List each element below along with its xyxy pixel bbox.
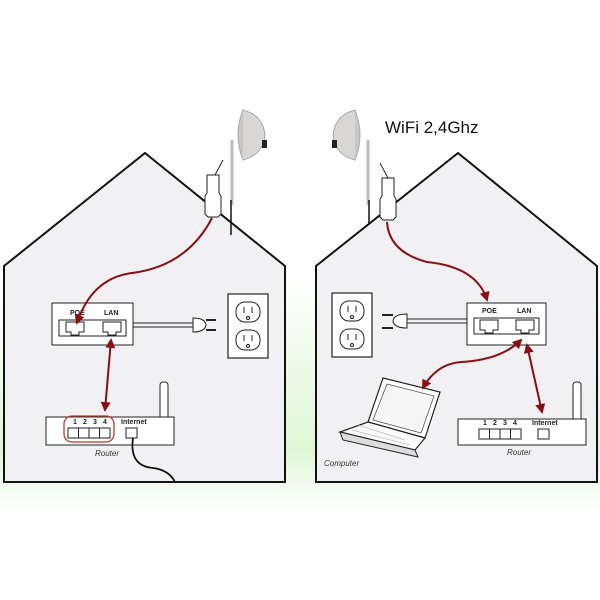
port-number: 2 <box>83 419 87 426</box>
router: 1 2 3 4 Internet Router <box>457 381 587 457</box>
internet-port <box>125 427 138 439</box>
left-house: POE LAN 1 2 3 4 Internet <box>3 109 286 483</box>
lan-label: LAN <box>517 308 531 315</box>
lan-to-router-arrow <box>523 343 546 414</box>
router: 1 2 3 4 Internet Router <box>45 381 175 458</box>
lan-label: LAN <box>104 310 118 317</box>
wifi-frequency-title: WiFi 2,4Ghz <box>385 118 479 137</box>
radio-unit-icon <box>204 174 222 218</box>
lan-to-computer-arrow <box>422 338 523 390</box>
router-label: Router <box>507 448 531 457</box>
port-number: 2 <box>493 420 497 427</box>
right-house: WiFi 2,4Ghz POE LAN Computer <box>315 109 598 483</box>
wall-outlet-icon <box>227 293 269 359</box>
poe-label: POE <box>70 310 85 317</box>
laptop-icon <box>337 377 441 458</box>
antenna-cable <box>386 221 490 302</box>
internet-label: Internet <box>532 420 558 427</box>
computer-label: Computer <box>324 459 359 468</box>
internet-label: Internet <box>121 419 147 426</box>
poe-label: POE <box>482 308 497 315</box>
port-number: 3 <box>503 420 507 427</box>
port-number: 4 <box>513 420 517 427</box>
port-number: 1 <box>483 420 487 427</box>
port-number: 4 <box>103 419 107 426</box>
dish-antenna-icon <box>230 109 267 235</box>
power-cord <box>382 313 467 329</box>
port-number: 1 <box>73 419 77 426</box>
antenna-cable <box>74 217 213 325</box>
internet-cable <box>131 437 176 483</box>
poe-injector: POE LAN <box>466 302 547 346</box>
internet-port <box>537 428 550 440</box>
poe-injector: POE LAN <box>51 302 134 346</box>
radio-unit-icon <box>379 177 397 221</box>
lan-to-router-arrow <box>100 338 116 412</box>
lan-ports-highlight <box>63 415 115 443</box>
dish-antenna-icon <box>332 109 370 225</box>
port-number: 3 <box>93 419 97 426</box>
wall-outlet-icon <box>331 292 373 358</box>
power-cord <box>133 317 216 333</box>
router-label: Router <box>95 449 119 458</box>
